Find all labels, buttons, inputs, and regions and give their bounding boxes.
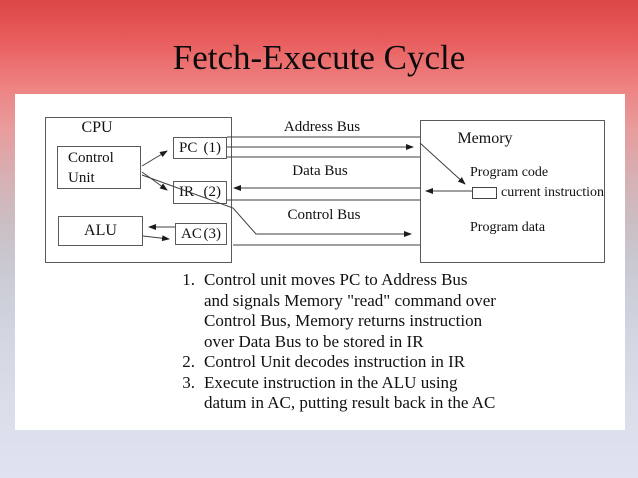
pc-label: PC	[179, 139, 198, 156]
address-bus-lines	[227, 136, 420, 158]
cpu-label: CPU	[81, 119, 113, 136]
control-bus-label: Control Bus	[287, 207, 361, 223]
slide-title: Fetch-Execute Cycle	[172, 38, 466, 77]
step-text: Control unit moves PC to Address Bus and…	[204, 270, 496, 351]
ir-label: IR	[179, 184, 194, 200]
step-text: Execute instruction in the ALU using dat…	[204, 372, 496, 413]
step-number: 2.	[182, 352, 195, 371]
control-unit-label: Control Unit	[68, 150, 114, 186]
ac-number: (3)	[203, 225, 222, 242]
address-bus-label: Address Bus	[283, 119, 361, 135]
diagram-panel: CPU Control Unit PC (1) IR (2) ALU AC (3…	[15, 94, 625, 430]
data-bus-label: Data Bus	[292, 163, 348, 179]
program-code-label: Program code	[470, 165, 549, 180]
control-unit-box	[57, 146, 141, 189]
step-number: 3.	[182, 372, 195, 392]
alu-label: ALU	[84, 222, 117, 239]
step-item-2: 2. Control Unit decodes instruction in I…	[175, 352, 535, 373]
step-item-1: 1. Control unit moves PC to Address Bus …	[175, 270, 535, 352]
step-item-3: 3. Execute instruction in the ALU using …	[175, 373, 535, 414]
step-text: Control Unit decodes instruction in IR	[204, 352, 466, 371]
fetch-execute-steps: 1. Control unit moves PC to Address Bus …	[175, 270, 535, 414]
memory-label: Memory	[457, 130, 513, 147]
ir-register-box: IR (2)	[173, 181, 227, 204]
pc-register-box: PC (1)	[173, 137, 227, 159]
ac-register-box: AC (3)	[175, 223, 227, 245]
alu-box	[58, 216, 143, 246]
program-data-label: Program data	[470, 220, 546, 235]
ir-number: (2)	[203, 184, 222, 200]
ac-label: AC	[181, 225, 202, 242]
current-instruction-cell	[472, 187, 497, 199]
step-number: 1.	[182, 270, 195, 289]
current-instruction-label: current instruction	[501, 185, 605, 200]
pc-number: (1)	[203, 139, 222, 156]
